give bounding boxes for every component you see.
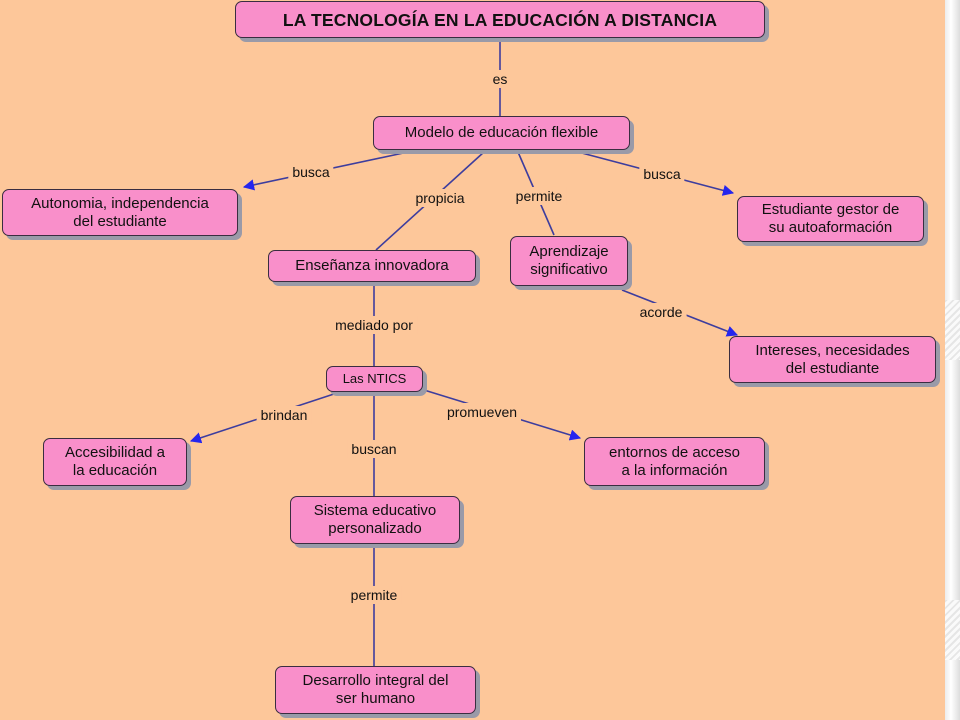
concept-estudiante-gestor: Estudiante gestor de su autoaformación	[737, 196, 924, 242]
concept-title: LA TECNOLOGÍA EN LA EDUCACIÓN A DISTANCI…	[235, 1, 765, 38]
concept-entornos-acceso: entornos de acceso a la información	[584, 437, 765, 486]
link-label-buscan: buscan	[347, 440, 401, 458]
concept-las-ntics: Las NTICS	[326, 366, 423, 392]
link-label-acorde: acorde	[635, 303, 687, 321]
concept-ensenanza-innovadora: Enseñanza innovadora	[268, 250, 476, 282]
concept-modelo-educacion-flexible: Modelo de educación flexible	[373, 116, 630, 150]
link-label-busca-right: busca	[639, 165, 685, 183]
link-label-promueven: promueven	[442, 403, 522, 421]
concept-sistema-educativo: Sistema educativo personalizado	[290, 496, 460, 544]
right-edge-bar	[945, 0, 960, 720]
concept-intereses-necesidades: Intereses, necesidades del estudiante	[729, 336, 936, 383]
link-label-mediado-por: mediado por	[331, 316, 417, 334]
concept-accesibilidad: Accesibilidad a la educación	[43, 438, 187, 486]
link-label-permite-2: permite	[346, 586, 402, 604]
link-label-permite-1: permite	[511, 187, 567, 205]
link-label-brindan: brindan	[256, 406, 312, 424]
concept-autonomia: Autonomia, independencia del estudiante	[2, 189, 238, 236]
link-label-busca-left: busca	[288, 163, 334, 181]
right-edge-decoration	[945, 600, 960, 660]
right-edge-decoration	[945, 300, 960, 360]
concept-aprendizaje-significativo: Aprendizaje significativo	[510, 236, 628, 286]
link-label-es: es	[488, 70, 512, 88]
concept-desarrollo-integral: Desarrollo integral del ser humano	[275, 666, 476, 714]
link-label-propicia: propicia	[411, 189, 469, 207]
